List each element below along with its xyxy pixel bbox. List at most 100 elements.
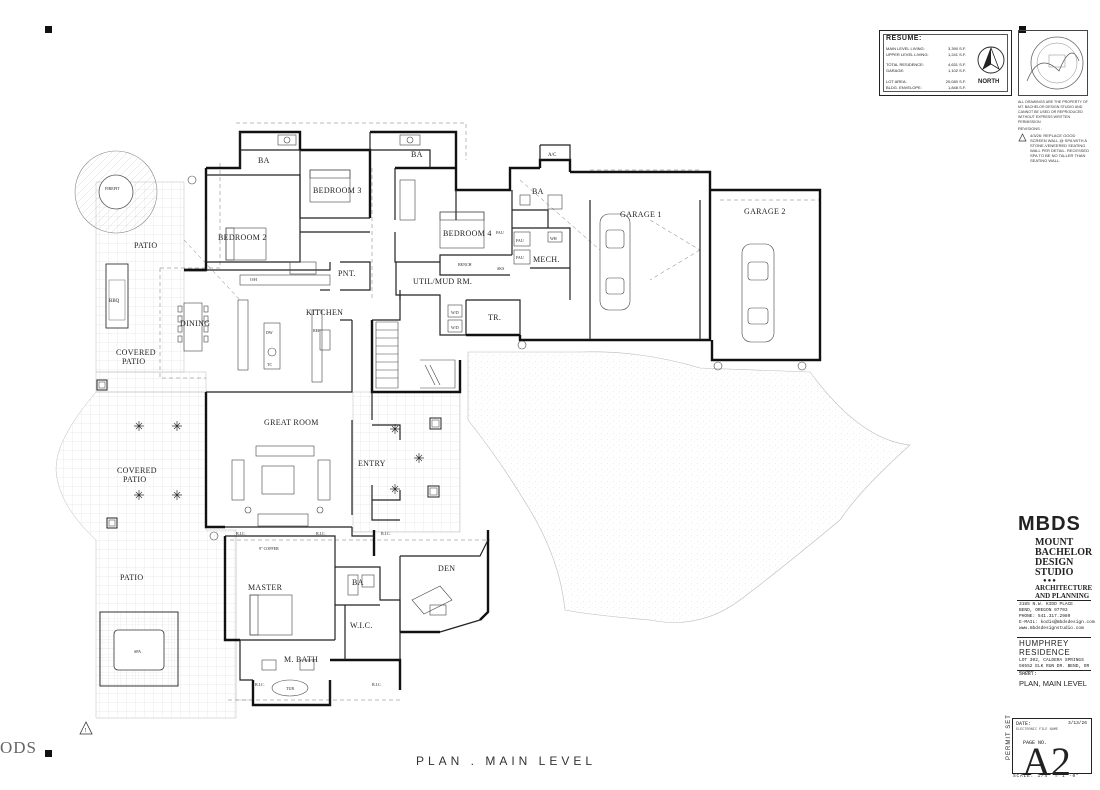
label-ba1: BA (258, 156, 270, 165)
label-covered-patio-1a: COVERED (116, 348, 156, 357)
label-pnt: PNT. (338, 269, 356, 278)
label-ref: REF (313, 328, 321, 333)
firm-name: MOUNT BACHELOR DESIGN STUDIO (1035, 537, 1093, 578)
resume-title: RESUME: (886, 35, 922, 42)
page-number: A2 (1022, 739, 1071, 784)
label-ba2: BA (411, 150, 423, 159)
stairs (375, 321, 456, 389)
rights-notice: ALL DRAWINGS ARE THE PROPERTY OF MT. BAC… (1018, 100, 1088, 124)
permit-set-label: PERMIT SET (1006, 714, 1012, 760)
label-ba4: BA (352, 578, 364, 587)
room-labels: PATIO FIREPIT BBQ COVERED PATIO COVERED … (105, 150, 786, 691)
label-wd1: W/D (451, 310, 459, 315)
scale-label: SCALE: 1/4" = 1'-0" (1013, 774, 1080, 779)
patio-columns (96, 379, 442, 529)
firm-dots: ●●● (1043, 578, 1057, 584)
label-bic5: B.I.C. (372, 682, 382, 687)
label-bedroom2: BEDROOM 2 (218, 233, 267, 242)
seal-stamp-icon (1026, 36, 1084, 90)
label-bic3: B.I.C. (381, 531, 391, 536)
revision-item: 4/3/26: REPLACE GOOD SCREEN WALL @ SPA W… (1030, 133, 1089, 163)
label-wh: WH (550, 236, 557, 241)
architect-seal (1018, 30, 1088, 96)
revisions-block: REVISIONS : 4/3/26: REPLACE GOOD SCREEN … (1018, 126, 1090, 163)
label-ac: A/C (548, 153, 557, 158)
label-spa: SPA (134, 649, 141, 654)
label-garage1: GARAGE 1 (620, 210, 662, 219)
firm-logo: MBDS (1018, 513, 1081, 535)
label-covered-patio-2b: PATIO (123, 475, 146, 484)
label-tub: TUB (286, 686, 294, 691)
gridline-bubbles (187, 175, 807, 541)
revision-delta-icon (1018, 133, 1027, 142)
label-tc: TC (267, 362, 272, 367)
label-patio-top: PATIO (134, 241, 157, 250)
interior-walls (205, 132, 701, 705)
label-firepit: FIREPIT (105, 186, 120, 191)
electronic-file-label: ELECTRONIC FILE NAME (1016, 728, 1059, 732)
label-fau2: FAU (516, 255, 524, 260)
label-ovn: O/H (250, 277, 257, 282)
sheet-name: PLAN, MAIN LEVEL (1019, 679, 1087, 688)
label-bbq: BBQ (109, 299, 120, 304)
label-fau3: FAU (496, 230, 504, 235)
resume-row: MAIN LEVEL LIVING:3,390 S.F. (886, 46, 966, 51)
driveway (467, 351, 911, 623)
label-util: UTIL/MUD RM. (413, 277, 472, 286)
label-ba3: BA (532, 187, 544, 196)
label-covered-patio-1b: PATIO (122, 357, 145, 366)
resume-row: LOT AREA:20,080 S.F. (886, 79, 966, 84)
label-dining: DINING (180, 319, 210, 328)
label-bedroom4: BEDROOM 4 (443, 229, 492, 238)
resume-box: RESUME: MAIN LEVEL LIVING:3,390 S.F. UPP… (879, 30, 1012, 96)
label-wd2: W/D (451, 325, 459, 330)
label-kitchen: KITCHEN (306, 308, 343, 317)
label-mbath: M. BATH (284, 655, 318, 664)
label-master: MASTER (248, 583, 283, 592)
great-room-furniture (231, 445, 331, 527)
project-lot: LOT 302, CALDERA SPRINGS 56552 ELK RUN D… (1019, 658, 1090, 675)
svg-text:!: ! (85, 728, 87, 734)
label-entry: ENTRY (358, 459, 386, 468)
label-covered-patio-2a: COVERED (117, 466, 157, 475)
resume-row: UPPER LEVEL LIVING:1,241 S.F. (886, 52, 966, 57)
label-fau1: FAU (516, 238, 524, 243)
label-garage2: GARAGE 2 (744, 207, 786, 216)
date-value: 3/13/26 (1068, 721, 1087, 726)
label-dw: DW (266, 330, 273, 335)
label-sks: SKS (497, 266, 504, 271)
label-bench: BENCH (458, 262, 472, 267)
label-great-room: GREAT ROOM (264, 418, 319, 427)
resume-row: BLDG. ENVELOPE:1,848 S.F. (886, 85, 966, 90)
caution-icon (79, 721, 93, 735)
light-fixtures (134, 421, 424, 500)
watermark-text: ODS (0, 738, 38, 757)
label-mech: MECH. (533, 255, 560, 264)
kitchen-fixtures (237, 261, 331, 383)
dining-table (177, 302, 209, 352)
label-wic: W.I.C. (350, 621, 373, 630)
registration-mark-bl (45, 750, 52, 757)
revisions-title: REVISIONS : (1018, 126, 1043, 131)
firm-address: 3185 N.W. KIDD PLACE BEND, OREGON 97703 … (1019, 602, 1095, 631)
date-label: DATE: (1016, 721, 1032, 727)
beds (225, 169, 485, 636)
bath-fixtures (261, 134, 563, 697)
plan-title: PLAN . MAIN LEVEL (416, 754, 597, 768)
label-coffer: 9" COFFER (259, 546, 279, 551)
label-patio-bottom: PATIO (120, 573, 143, 582)
exterior-walls (184, 130, 822, 707)
den-desk (411, 585, 453, 616)
date-box (1012, 718, 1092, 774)
label-bic4: B.I.C. (255, 682, 265, 687)
label-tr: TR. (488, 313, 501, 322)
utility-boxes (447, 231, 563, 333)
firm-tagline: ARCHITECTURE AND PLANNING (1035, 584, 1093, 600)
sheet-label: SHEET: (1019, 671, 1038, 677)
project-name: HUMPHREY RESIDENCE (1019, 639, 1071, 657)
registration-mark-tl (45, 26, 52, 33)
resume-row: TOTAL RESIDENCE:4,631 S.F. (886, 62, 966, 67)
resume-row: GARAGE:1,102 S.F. (886, 68, 966, 73)
bbq-counter (105, 263, 129, 329)
